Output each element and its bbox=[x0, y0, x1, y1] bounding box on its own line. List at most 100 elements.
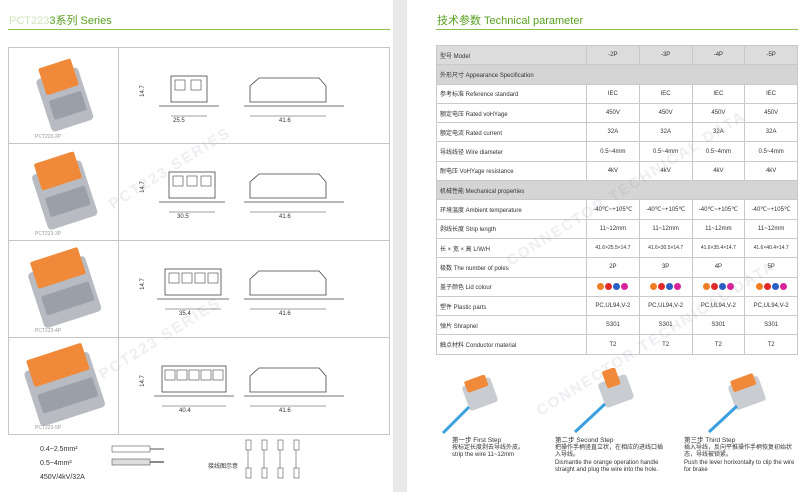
cell: S301 bbox=[691, 315, 746, 336]
cell: IEC bbox=[691, 83, 746, 104]
step1-illustration bbox=[441, 375, 498, 435]
front-width: 40.4 bbox=[179, 408, 191, 414]
row-label: 弹片 Shrapnel bbox=[436, 315, 587, 336]
lid-color-swatch bbox=[718, 283, 726, 291]
cell: 4kV bbox=[744, 160, 798, 182]
lid-color-swatch bbox=[755, 283, 763, 291]
lid-color-swatch bbox=[779, 283, 787, 291]
cell: 11~12mm bbox=[744, 218, 798, 239]
product-photo bbox=[9, 48, 119, 143]
lid-color-swatch bbox=[771, 283, 779, 291]
lid-colors-cell bbox=[691, 276, 746, 297]
side-width: 41.6 bbox=[279, 214, 291, 220]
cell: 0.5~4mm bbox=[586, 141, 640, 162]
height-dimension: 14.7 bbox=[139, 278, 146, 290]
product-photo bbox=[9, 338, 119, 434]
cell: 450V bbox=[691, 102, 746, 124]
row-label: 额定电流 Rated current bbox=[436, 122, 587, 143]
row-label: 环境温度 Ambient temperature bbox=[436, 199, 587, 220]
cell: 11~12mm bbox=[586, 218, 640, 239]
cell: 0.5~4mm bbox=[638, 141, 693, 162]
row-label: 剥线长度 Strip length bbox=[436, 218, 587, 239]
section-row: 机械性能 Mechanical properties bbox=[436, 180, 798, 201]
cell: -40℃~+105℃ bbox=[586, 199, 640, 220]
series-panel: PCT223-5P 40.4 14.7 41.6 bbox=[8, 338, 390, 435]
wire-spec: 0.5~4mm² bbox=[40, 460, 72, 467]
row-label: 导线线径 Wire diameter bbox=[436, 141, 587, 162]
side-view-drawing bbox=[244, 173, 344, 213]
side-view-drawing bbox=[244, 367, 344, 407]
lid-colors-cell bbox=[638, 276, 693, 297]
model-label: PCT223-5P bbox=[35, 425, 62, 431]
header-model: 型号 Model bbox=[436, 44, 587, 66]
title-rule bbox=[8, 29, 390, 30]
wire-spec: 0.4~2.5mm² bbox=[40, 446, 78, 453]
row-label: 极数 The number of poles bbox=[436, 257, 587, 278]
lid-color-swatch bbox=[621, 283, 629, 291]
cell: 4P bbox=[691, 257, 746, 278]
table-header-row: 型号 Model -2P -3P -4P -5P bbox=[436, 44, 798, 66]
cell: T2 bbox=[691, 334, 746, 355]
row-label: 塑件 Plastic parts bbox=[436, 295, 587, 317]
cell: 32A bbox=[586, 122, 640, 143]
product-photo bbox=[9, 241, 119, 337]
spec-table: 型号 Model -2P -3P -4P -5P 外形尺寸 Appearance… bbox=[436, 44, 798, 355]
model-label: PCT223-3P bbox=[35, 231, 62, 237]
cell: -40℃~+105℃ bbox=[744, 199, 798, 220]
header-4p: -4P bbox=[691, 44, 746, 66]
front-view-drawing bbox=[157, 268, 229, 310]
model-label: PCT223-2P bbox=[35, 134, 62, 140]
lid-color-swatch bbox=[666, 283, 674, 291]
height-dimension: 14.7 bbox=[139, 375, 146, 387]
lid-color-swatch bbox=[763, 283, 771, 291]
cell: IEC bbox=[744, 83, 798, 104]
connector-photo bbox=[24, 343, 105, 427]
row-label: 耐电压 VoHYage resistance bbox=[436, 160, 587, 182]
product-photo bbox=[9, 144, 119, 240]
side-width: 41.6 bbox=[279, 408, 291, 414]
step2-illustration bbox=[573, 368, 634, 434]
header-2p: -2P bbox=[586, 44, 640, 66]
cell: 0.5~4mm bbox=[744, 141, 798, 162]
cell: 41.6×25.5×14.7 bbox=[586, 237, 640, 259]
row-label: 盖子颜色 Lid colour bbox=[436, 276, 587, 297]
step-title: 第二步 Second Step bbox=[555, 437, 614, 444]
connector-photo bbox=[36, 58, 94, 132]
wire-spec: 450V/4kV/32A bbox=[40, 474, 85, 481]
row-label: 长 × 宽 × 高 L/W/H bbox=[436, 237, 587, 259]
connector-photo bbox=[28, 247, 102, 328]
side-width: 41.6 bbox=[279, 118, 291, 124]
lid-color-swatches bbox=[696, 283, 742, 291]
lid-color-swatch bbox=[650, 283, 658, 291]
cell: 41.6×35.4×14.7 bbox=[691, 237, 746, 259]
lid-color-swatch bbox=[658, 283, 666, 291]
cell: IEC bbox=[586, 83, 640, 104]
cell: 11~12mm bbox=[638, 218, 693, 239]
step-en: Push the lever horixontally to clip the … bbox=[684, 459, 795, 474]
row-label: 额定电压 Rated voHYage bbox=[436, 102, 587, 124]
step-cn: 按标定长度剥去导线外皮。 bbox=[452, 444, 525, 451]
lid-color-swatch bbox=[674, 283, 682, 291]
section-row: 外形尺寸 Appearance Specification bbox=[436, 64, 798, 85]
header-3p: -3P bbox=[638, 44, 693, 66]
row-label: 参考标准 Reference standard bbox=[436, 83, 587, 104]
technical-page: 技术参数 Technical parameter 型号 Model -2P -3… bbox=[407, 0, 800, 492]
cell: -40℃~+105℃ bbox=[638, 199, 693, 220]
front-view-drawing bbox=[159, 171, 225, 213]
cell: T2 bbox=[744, 334, 798, 355]
height-dimension: 14.7 bbox=[139, 181, 146, 193]
cell: 4kV bbox=[586, 160, 640, 182]
height-dimension: 14.7 bbox=[139, 85, 146, 97]
lid-color-swatch bbox=[613, 283, 621, 291]
cell: 5P bbox=[744, 257, 798, 278]
series-code: PCT223 bbox=[9, 15, 50, 27]
lid-colors-cell bbox=[586, 276, 640, 297]
step-third: 第三步 Third Step 插入导线，反向平推操作手柄恢复初始状态，导线被锁紧… bbox=[684, 437, 798, 475]
